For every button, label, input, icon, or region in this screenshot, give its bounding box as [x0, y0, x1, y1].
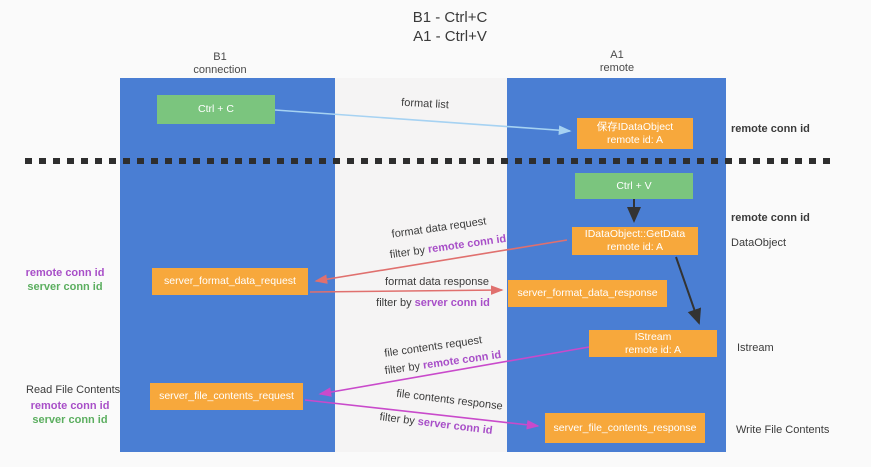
b1-header-name: B1 [213, 51, 227, 63]
server-conn-id-text: server conn id [27, 281, 103, 293]
save-idataobject-box: 保存IDataObject remote id: A [577, 118, 693, 149]
ctrl-v-box: Ctrl + V [575, 173, 693, 199]
server-file-contents-response-box: server_file_contents_response [545, 413, 705, 443]
server-format-data-request-box: server_format_data_request [152, 268, 308, 295]
write-file-contents-annotation: Write File Contents [736, 424, 830, 436]
a1-header-role: remote [599, 62, 635, 74]
save-idataobject-title: 保存IDataObject [596, 120, 674, 133]
lifeline-header-a1: A1 remote [557, 49, 677, 75]
diagram-title: B1 - Ctrl+C A1 - Ctrl+V [300, 8, 600, 46]
server-format-data-request-label: server_format_data_request [164, 275, 296, 287]
server-file-contents-request-label: server_file_contents_request [159, 390, 294, 402]
title-line-1: B1 - Ctrl+C [412, 9, 488, 26]
ctrl-c-box: Ctrl + C [157, 95, 275, 124]
server-file-contents-response-label: server_file_contents_response [553, 421, 697, 434]
format-data-response-label: format data response [385, 276, 489, 288]
getdata-title: IDataObject::GetData [584, 228, 686, 240]
remote-conn-id-text: remote conn id [25, 267, 105, 279]
server-conn-id-text: server conn id [414, 297, 490, 309]
server-format-data-response-label: server_format_data_response [517, 287, 658, 299]
istream-title: IStream [634, 330, 672, 343]
getdata-remote-id: remote id: A [606, 241, 664, 253]
remote-conn-id-annotation-top: remote conn id [731, 123, 810, 135]
b1-header-role: connection [193, 64, 247, 76]
server-conn-id-text: server conn id [32, 414, 108, 426]
read-file-contents-annotation: Read File Contents [26, 384, 121, 396]
filter-by-text: filter by [376, 297, 415, 309]
conn-id-annotation-left-mid: remote conn id server conn id [22, 266, 108, 294]
istream-annotation: Istream [737, 342, 774, 354]
save-idataobject-remote-id: remote id: A [606, 133, 664, 146]
filter-by-server-conn-id-label-1: filter by server conn id [373, 297, 493, 309]
a1-header-name: A1 [610, 49, 624, 61]
remote-conn-id-text: remote conn id [30, 400, 110, 412]
conn-id-annotation-left-bottom: remote conn id server conn id [27, 399, 113, 427]
dataobject-annotation: DataObject [731, 237, 787, 249]
remote-conn-id-annotation-mid: remote conn id [731, 212, 810, 224]
copy-paste-separator-line [25, 158, 831, 164]
lifeline-header-b1: B1 connection [160, 51, 280, 77]
server-format-data-response-box: server_format_data_response [508, 280, 667, 307]
ctrl-v-label: Ctrl + V [616, 179, 652, 192]
idataobject-getdata-box: IDataObject::GetData remote id: A [572, 227, 698, 255]
istream-remote-id: remote id: A [624, 343, 682, 356]
server-file-contents-request-box: server_file_contents_request [150, 383, 303, 410]
title-line-2: A1 - Ctrl+V [413, 28, 487, 45]
istream-box: IStream remote id: A [589, 330, 717, 357]
ctrl-c-label: Ctrl + C [198, 103, 234, 115]
